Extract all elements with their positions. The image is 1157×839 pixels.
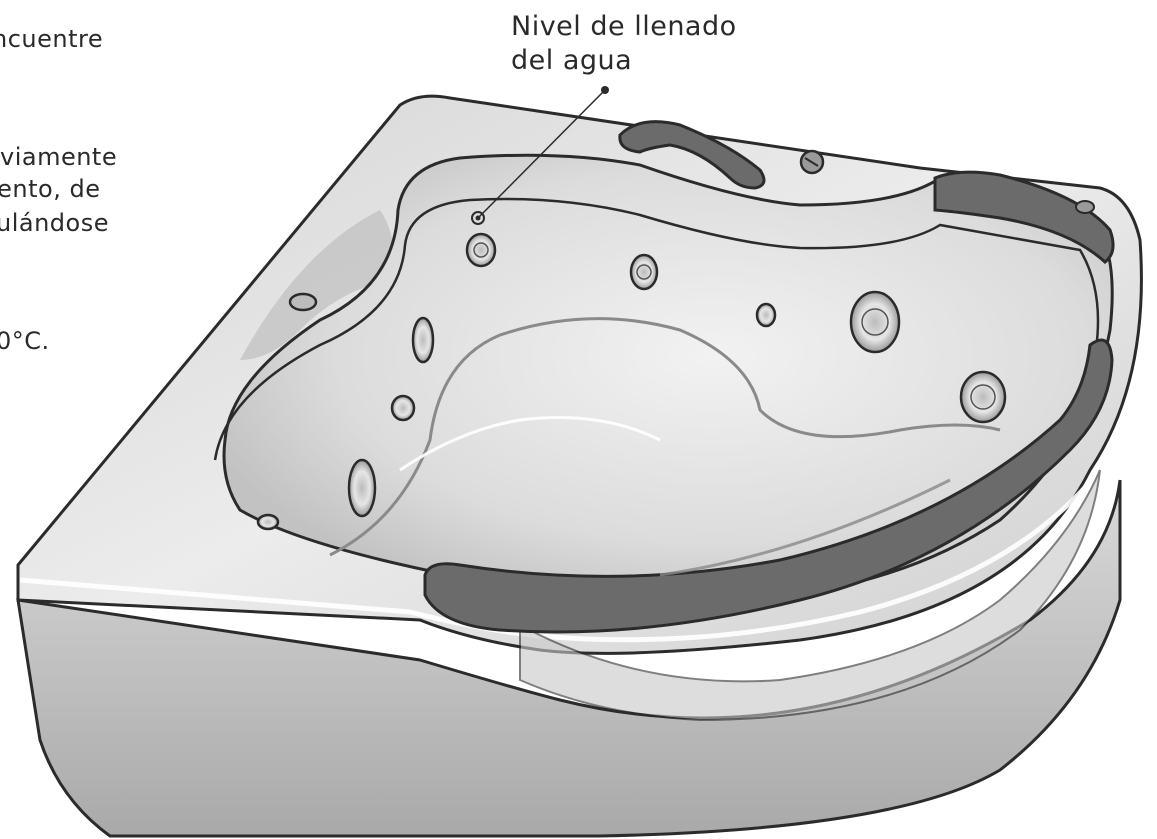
jet: [258, 515, 278, 529]
deck-button: [290, 294, 316, 310]
jet: [467, 234, 495, 266]
jet: [961, 372, 1005, 422]
jet: [757, 304, 775, 326]
jet: [631, 255, 657, 289]
jet: [349, 460, 375, 516]
jet: [413, 318, 433, 362]
jet: [392, 396, 414, 420]
corner-knob: [1076, 201, 1094, 213]
jet: [851, 292, 899, 352]
